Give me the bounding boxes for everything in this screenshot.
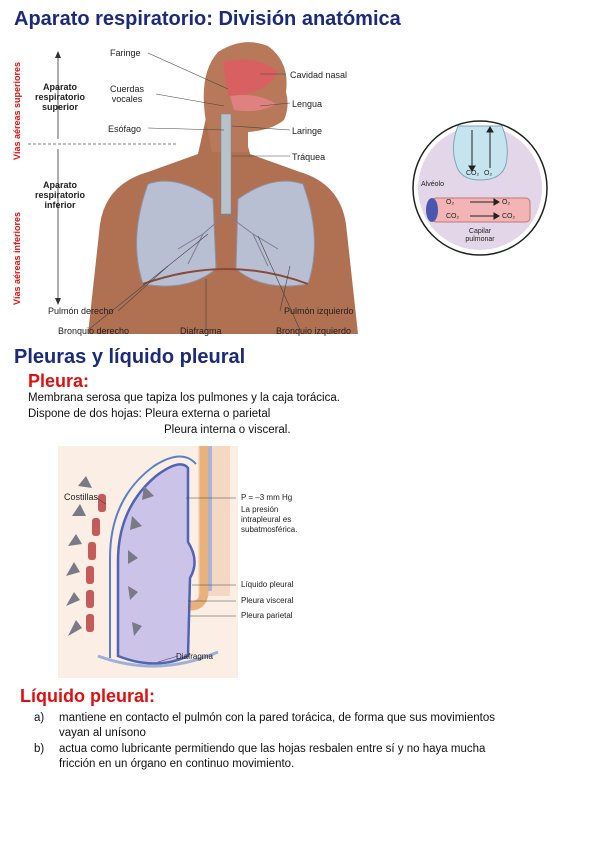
label-pulmon-derecho: Pulmón derecho (48, 306, 114, 316)
label-pulmon-izquierdo: Pulmón izquierdo (284, 306, 354, 316)
label-o2-right: O₂ (502, 198, 510, 208)
label-liquido-pleural: Líquido pleural (241, 580, 293, 590)
label-bronquio-derecho: Bronquio derecho (58, 326, 129, 336)
label-bronquio-izquierdo: Bronquio izquierdo (276, 326, 351, 336)
label-costillas: Costillas (64, 492, 98, 502)
label-pressure-desc-1: La presión (241, 505, 278, 515)
list-marker-a: a) (34, 711, 44, 726)
pleura-line-1: Membrana serosa que tapiza los pulmones … (28, 392, 340, 404)
label-co2-top: CO₂ (466, 169, 479, 179)
label-pressure-desc-2: intrapleural es (241, 515, 291, 525)
label-o2-top: O₂ (484, 169, 492, 179)
label-pressure: P = –3 mm Hg (241, 493, 292, 503)
label-capilar: Capilar pulmonar (462, 228, 498, 244)
list-item-a: a) mantiene en contacto el pulmón con la… (34, 711, 504, 741)
list-text-a: mantiene en contacto el pulmón con la pa… (59, 711, 504, 741)
liquido-heading: Líquido pleural: (20, 686, 155, 707)
label-diafragma-bottom: Diafragma (176, 652, 213, 662)
label-co2-left: CO₂ (446, 212, 459, 222)
label-esofago: Esófago (108, 124, 141, 134)
lower-tract-label: Aparato respiratorio inferior (28, 180, 92, 210)
label-lengua: Lengua (292, 99, 322, 109)
pleura-line-2: Dispone de dos hojas: Pleura externa o p… (28, 408, 270, 420)
label-cavidad-nasal: Cavidad nasal (290, 70, 347, 80)
label-cuerdas-vocales: Cuerdas vocales (104, 84, 150, 104)
label-pleura-visceral: Pleura visceral (241, 596, 293, 606)
upper-tract-label: Aparato respiratorio superior (28, 82, 92, 112)
label-traquea: Tráquea (292, 152, 325, 162)
pleura-diagram (58, 446, 238, 678)
label-o2-left: O₂ (446, 198, 454, 208)
list-marker-b: b) (34, 742, 44, 757)
list-item-b: b) actua como lubricante permitiendo que… (34, 742, 524, 772)
label-alveolo: Alvéolo (421, 180, 444, 190)
lower-airways-label: Vías aéreas inferiores (12, 212, 22, 305)
pleura-line-3: Pleura interna o visceral. (164, 424, 291, 436)
pleura-heading: Pleura: (28, 371, 89, 392)
section-title-pleuras: Pleuras y líquido pleural (14, 346, 245, 369)
list-text-b: actua como lubricante permitiendo que la… (59, 742, 524, 772)
label-laringe: Laringe (292, 126, 322, 136)
label-faringe: Faringe (110, 48, 141, 58)
upper-airways-label: Vías aéreas superiores (12, 62, 22, 160)
label-pleura-parietal: Pleura parietal (241, 611, 293, 621)
label-diafragma-top: Diafragma (180, 326, 222, 336)
label-co2-right: CO₂ (502, 212, 515, 222)
page-title: Aparato respiratorio: División anatómica (14, 8, 401, 31)
label-pressure-desc-3: subatmosférica. (241, 525, 297, 535)
